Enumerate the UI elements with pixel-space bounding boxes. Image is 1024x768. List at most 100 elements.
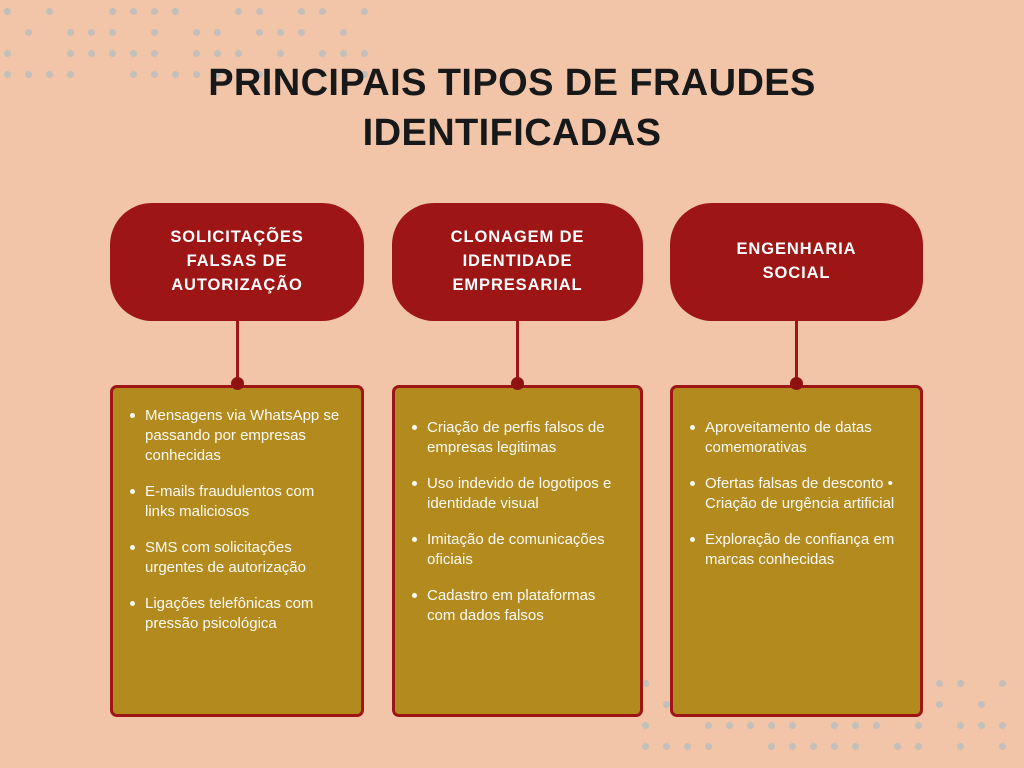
connector-2 [392, 321, 643, 390]
list-item: Uso indevido de logotipos e identidade v… [412, 474, 626, 514]
decorative-dot [915, 722, 922, 729]
decorative-dot [978, 743, 985, 750]
decorative-dot [747, 743, 754, 750]
decorative-dot [298, 8, 305, 15]
decorative-dot [109, 29, 116, 36]
decorative-dot [747, 722, 754, 729]
decorative-dot [726, 743, 733, 750]
fraud-type-header-3[interactable]: ENGENHARIA SOCIAL [670, 203, 923, 321]
fraud-detail-list-1: Mensagens via WhatsApp se passando por e… [123, 406, 347, 633]
connector-line-1 [235, 321, 239, 385]
decorative-dot [340, 50, 347, 57]
decorative-dot [4, 29, 11, 36]
decorative-dot [235, 29, 242, 36]
list-item: Ligações telefônicas com pressão psicoló… [130, 594, 347, 634]
decorative-dot [130, 50, 137, 57]
decorative-dot [235, 8, 242, 15]
decorative-dot [67, 29, 74, 36]
decorative-dot [214, 8, 221, 15]
decorative-dot [46, 50, 53, 57]
decorative-dot [319, 50, 326, 57]
connector-node-dot-1 [230, 377, 244, 390]
decorative-dot [915, 743, 922, 750]
decorative-dot [46, 8, 53, 15]
decorative-dot [172, 50, 179, 57]
decorative-dot [4, 8, 11, 15]
decorative-dot [130, 29, 137, 36]
decorative-dot [894, 743, 901, 750]
decorative-dot [193, 8, 200, 15]
decorative-dot [999, 722, 1006, 729]
decorative-dot [109, 50, 116, 57]
decorative-dot [852, 722, 859, 729]
decorative-dot [193, 29, 200, 36]
decorative-dot [25, 50, 32, 57]
decorative-dot [999, 701, 1006, 708]
decorative-dot [978, 722, 985, 729]
decorative-dot [642, 722, 649, 729]
decorative-dot [957, 743, 964, 750]
fraud-detail-list-3: Aproveitamento de datas comemorativas Of… [683, 418, 906, 570]
decorative-dot [894, 722, 901, 729]
decorative-dot [789, 743, 796, 750]
decorative-dot [957, 701, 964, 708]
decorative-dot [25, 8, 32, 15]
fraud-detail-card-1: Mensagens via WhatsApp se passando por e… [110, 385, 364, 717]
decorative-dot [67, 50, 74, 57]
fraud-type-header-label-3: ENGENHARIA SOCIAL [736, 240, 857, 282]
connector-1 [110, 321, 364, 390]
decorative-dot [256, 8, 263, 15]
list-item: Criação de perfis falsos de empresas leg… [412, 418, 626, 458]
decorative-dot [151, 50, 158, 57]
connector-line-2 [516, 321, 519, 385]
list-item: Mensagens via WhatsApp se passando por e… [130, 406, 347, 466]
decorative-dot [999, 680, 1006, 687]
fraud-type-header-1[interactable]: SOLICITAÇÕES FALSAS DE AUTORIZAÇÃO [110, 203, 364, 321]
decorative-dot [726, 722, 733, 729]
decorative-dot [936, 701, 943, 708]
decorative-dot [277, 50, 284, 57]
decorative-dot [957, 722, 964, 729]
decorative-dot [319, 8, 326, 15]
list-item: Imitação de comunicações oficiais [412, 530, 626, 570]
decorative-dot [340, 29, 347, 36]
connector-line-3 [795, 321, 798, 385]
decorative-dot [235, 50, 242, 57]
decorative-dot [978, 680, 985, 687]
decorative-dot [256, 50, 263, 57]
decorative-dot [214, 29, 221, 36]
decorative-dot [873, 743, 880, 750]
decorative-dot [936, 680, 943, 687]
decorative-dot [936, 743, 943, 750]
decorative-dot [663, 680, 670, 687]
decorative-dot [810, 743, 817, 750]
decorative-dot [46, 29, 53, 36]
decorative-dot [193, 50, 200, 57]
decorative-dot [768, 722, 775, 729]
decorative-dot [340, 8, 347, 15]
decorative-dot [957, 680, 964, 687]
decorative-dot [298, 29, 305, 36]
fraud-type-header-2[interactable]: CLONAGEM DE IDENTIDADE EMPRESARIAL [392, 203, 643, 321]
fraud-type-header-label-2: CLONAGEM DE IDENTIDADE EMPRESARIAL [450, 228, 585, 294]
decorative-dot [684, 743, 691, 750]
decorative-dot [852, 743, 859, 750]
decorative-dot [172, 8, 179, 15]
decorative-dot [256, 29, 263, 36]
connector-node-dot-3 [790, 377, 803, 390]
decorative-dot [705, 743, 712, 750]
decorative-dot [361, 29, 368, 36]
fraud-type-header-label-1: SOLICITAÇÕES FALSAS DE AUTORIZAÇÃO [170, 228, 304, 294]
decorative-dot [130, 8, 137, 15]
connector-node-dot-2 [511, 377, 524, 390]
list-item: SMS com solicitações urgentes de autoriz… [130, 538, 347, 578]
decorative-dot [4, 50, 11, 57]
decorative-dot [978, 701, 985, 708]
fraud-type-column-3: ENGENHARIA SOCIAL Aproveitamento de data… [670, 203, 923, 717]
decorative-dot [768, 743, 775, 750]
fraud-type-column-2: CLONAGEM DE IDENTIDADE EMPRESARIAL Criaç… [392, 203, 643, 717]
decorative-dot [25, 29, 32, 36]
page-title: PRINCIPAIS TIPOS DE FRAUDES IDENTIFICADA… [208, 62, 816, 155]
decorative-dot [642, 680, 649, 687]
decorative-dot [810, 722, 817, 729]
